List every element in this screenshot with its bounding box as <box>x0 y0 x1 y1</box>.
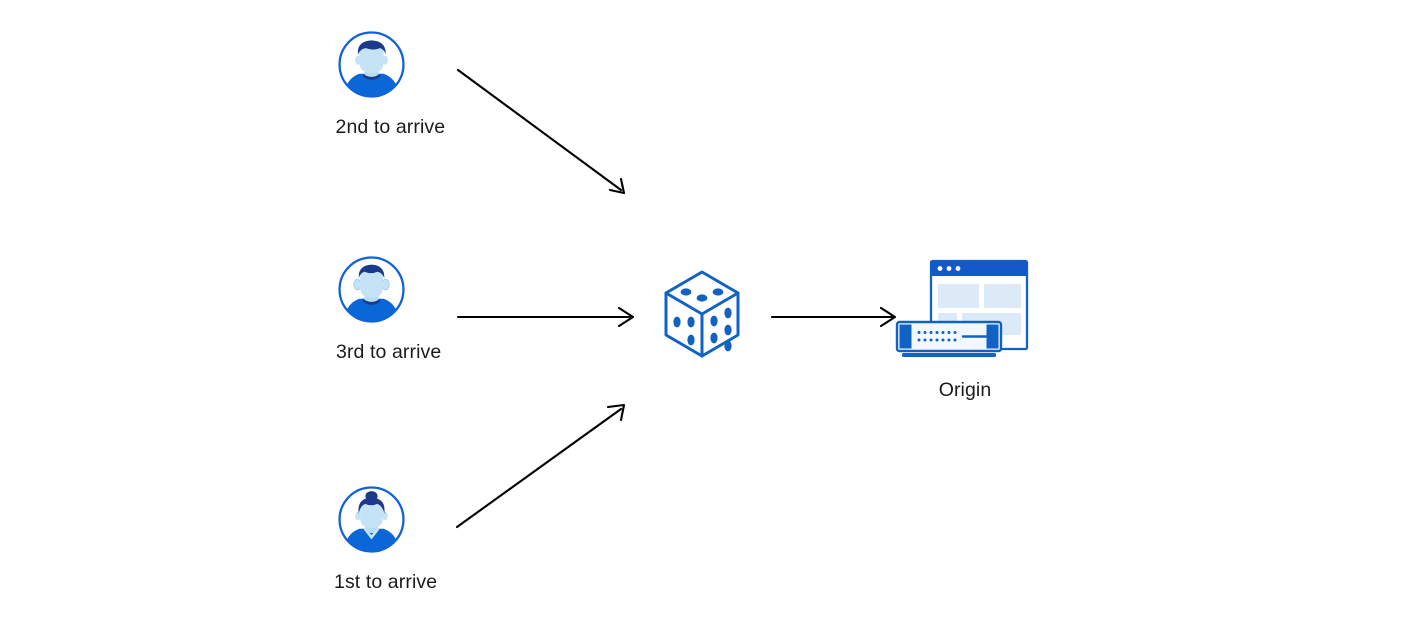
user-avatar-icon <box>336 29 407 100</box>
server-device-icon <box>895 320 1003 357</box>
arrow-first-to-dice <box>455 403 626 529</box>
arrow-third-to-dice <box>456 306 635 328</box>
node-label-user-second: 2nd to arrive <box>335 116 446 138</box>
dice-icon <box>660 268 744 360</box>
arrow-dice-to-origin <box>770 306 897 328</box>
user-avatar-icon <box>336 254 407 325</box>
node-label-user-third: 3rd to arrive <box>336 341 442 363</box>
origin-server-icon <box>893 258 1033 368</box>
arrow-second-to-dice <box>456 68 626 195</box>
node-label-user-first: 1st to arrive <box>334 571 438 593</box>
node-label-origin: Origin <box>938 379 992 401</box>
user-avatar-icon <box>336 484 407 555</box>
